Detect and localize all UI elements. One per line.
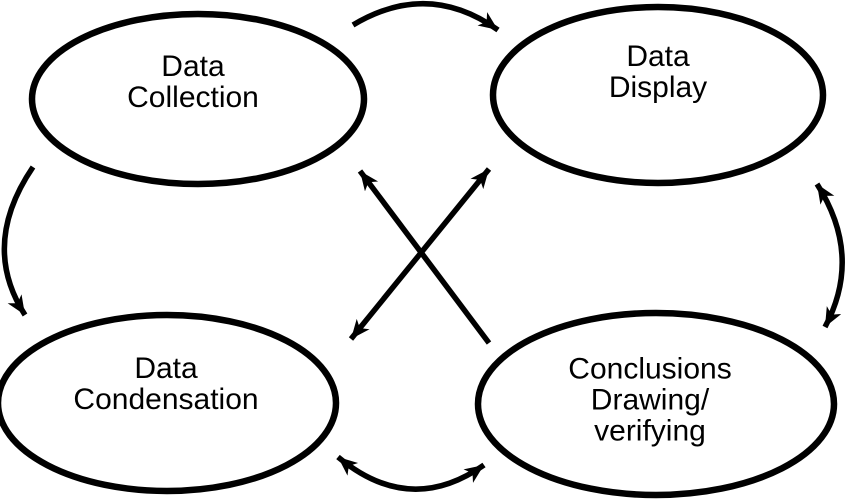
node-ellipse-data-display (489, 3, 827, 187)
edge-condensation-conclusions-two-way-arrow (336, 454, 486, 492)
edge-conclusions-to-collection-arrow (357, 169, 492, 345)
node-ellipse-conclusions (474, 309, 838, 499)
edge-collection-to-condensation-arrow (1, 165, 36, 317)
edge-display-conclusions-two-way-arrow (814, 182, 845, 329)
edge-collection-to-display-arrow (351, 0, 500, 33)
node-ellipse-data-condensation (0, 311, 340, 495)
node-ellipse-data-collection (28, 10, 368, 188)
